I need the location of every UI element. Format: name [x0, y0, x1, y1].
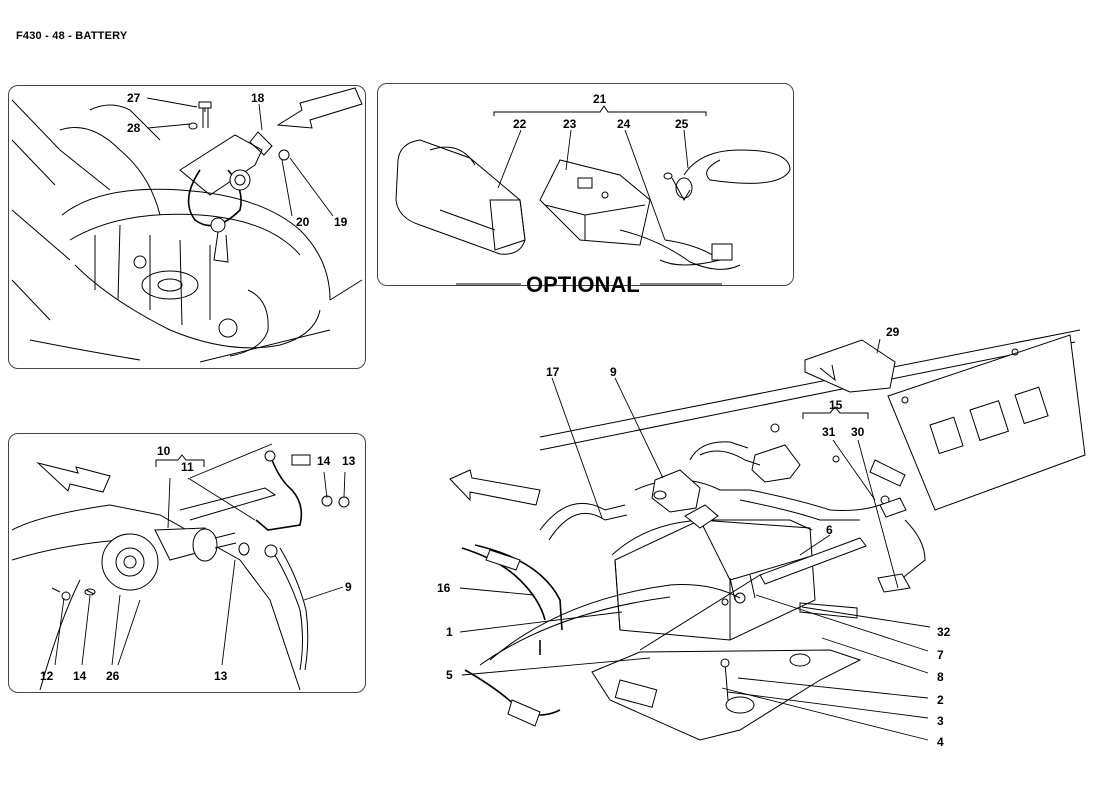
callout-14-lower: 14: [73, 669, 87, 683]
callout-9-left: 9: [345, 580, 352, 594]
callouts-panel-1: 27 18 28 20 19: [127, 91, 348, 229]
callout-27: 27: [127, 91, 141, 105]
callout-22: 22: [513, 117, 527, 131]
callout-15: 15: [829, 398, 843, 412]
panel-battery-clamp-detail: [8, 85, 366, 369]
callout-28: 28: [127, 121, 141, 135]
callout-12: 12: [40, 669, 54, 683]
callout-17: 17: [546, 365, 560, 379]
callout-16: 16: [437, 581, 451, 595]
callout-11: 11: [181, 460, 194, 474]
panel-terminal-detail: [8, 433, 366, 693]
callout-26: 26: [106, 669, 120, 683]
callout-8: 8: [937, 670, 944, 684]
terminal-sketch: [11, 450, 350, 691]
charger-sketch: [395, 139, 791, 270]
callouts-panel-2: 21 22 23 24 25 OPTIONAL: [456, 92, 722, 297]
callout-3: 3: [937, 714, 944, 728]
callout-13-upper: 13: [342, 454, 356, 468]
callout-30: 30: [851, 425, 865, 439]
callout-4: 4: [937, 735, 944, 749]
callout-32: 32: [937, 625, 951, 639]
callout-20: 20: [296, 215, 310, 229]
callout-29: 29: [886, 325, 900, 339]
optional-label: OPTIONAL: [526, 272, 640, 297]
callout-1: 1: [446, 625, 453, 639]
callout-2: 2: [937, 693, 944, 707]
callout-6: 6: [826, 523, 833, 537]
callout-18: 18: [251, 91, 265, 105]
callouts-panel-3: 10 11 14 13 9 12 14 26 13: [40, 443, 356, 683]
battery-assembly-sketch: [449, 329, 1086, 741]
callout-5: 5: [446, 668, 453, 682]
callout-21: 21: [593, 92, 607, 106]
callout-13-lower: 13: [214, 669, 228, 683]
callout-19: 19: [334, 215, 348, 229]
callout-23: 23: [563, 117, 577, 131]
callouts-panel-4: 29 17 9 15 31 30 6 16 1 32 5 7 8 2 3 4: [437, 325, 951, 749]
callout-31: 31: [822, 425, 836, 439]
callout-25: 25: [675, 117, 689, 131]
engine-bay-sketch: [11, 87, 363, 363]
callout-9-main: 9: [610, 365, 617, 379]
callout-24: 24: [617, 117, 631, 131]
callout-7: 7: [937, 648, 944, 662]
callout-14-upper: 14: [317, 454, 331, 468]
callout-10: 10: [157, 444, 171, 458]
diagram-title: F430 - 48 - BATTERY: [16, 30, 128, 42]
